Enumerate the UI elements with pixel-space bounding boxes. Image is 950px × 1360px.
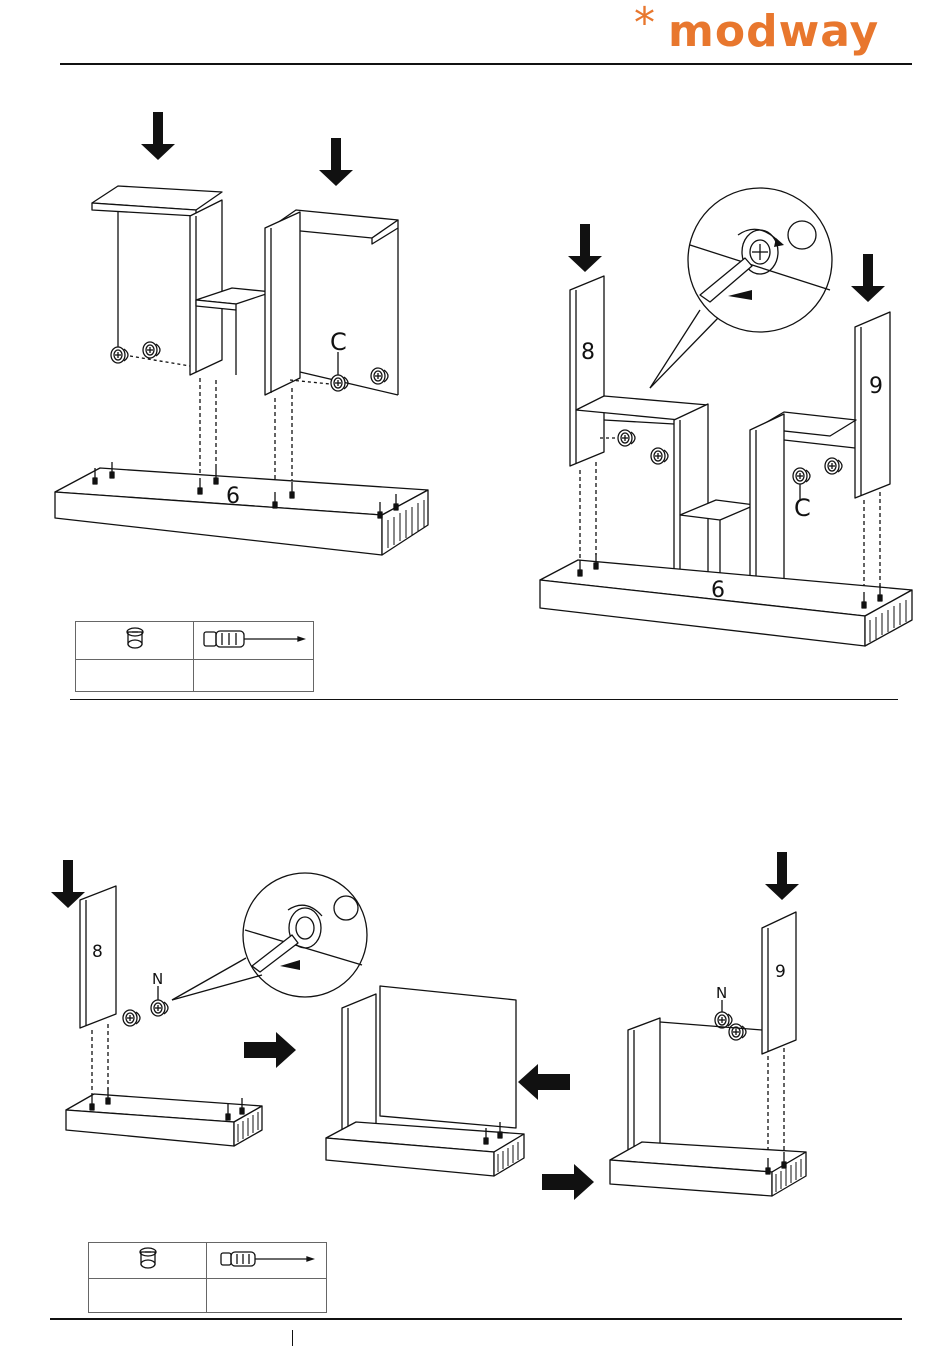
bottom-right-assembly <box>610 852 806 1196</box>
tool-count-screwdriver-bottom <box>207 1279 327 1313</box>
bottom-left-assembly <box>51 860 367 1146</box>
tool-table-bottom <box>88 1242 327 1313</box>
panel-label-6-top-right: 6 <box>711 578 725 603</box>
hardware-label-c-top-left: C <box>330 328 347 356</box>
panel-label-9-top-right: 9 <box>869 374 883 399</box>
top-right-assembly <box>540 188 912 646</box>
top-left-assembly <box>55 112 428 555</box>
panel-label-8-top-right: 8 <box>581 340 595 365</box>
tool-count-cam-top <box>76 660 194 692</box>
screwdriver-icon <box>194 622 314 660</box>
hardware-label-c-top-right: C <box>794 494 811 522</box>
cam-lock-icon <box>76 622 194 660</box>
tool-table-top <box>75 621 314 692</box>
cam-lock-icon <box>89 1243 207 1279</box>
panel-label-6-top-left: 6 <box>226 484 240 509</box>
tool-count-cam-bottom <box>89 1279 207 1313</box>
hardware-label-n-bottom-right: N <box>716 984 727 1002</box>
panel-label-9-bottom-right: 9 <box>775 962 786 982</box>
panel-label-8-bottom-left: 8 <box>92 942 103 962</box>
hardware-label-n-bottom-left: N <box>152 970 163 988</box>
tool-count-screwdriver-top <box>194 660 314 692</box>
bottom-middle-assembly <box>326 986 594 1200</box>
screwdriver-icon <box>207 1243 327 1279</box>
